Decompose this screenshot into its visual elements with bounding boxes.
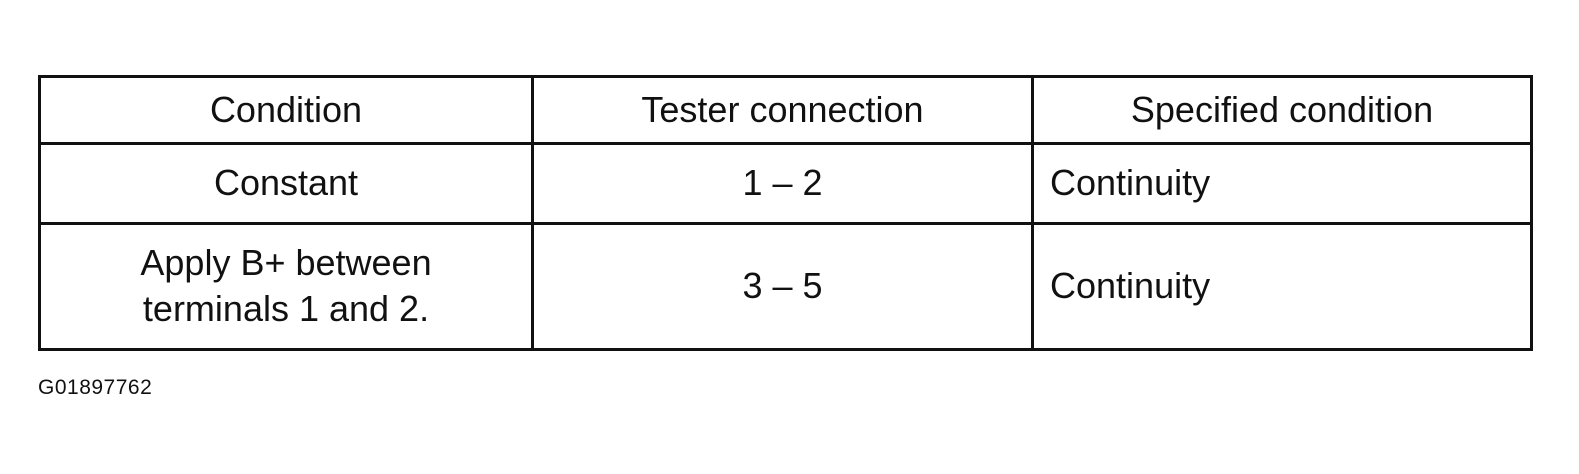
- condition-text-line-1: Apply B+ between: [140, 242, 432, 284]
- condition-text: Constant: [213, 162, 359, 204]
- specified-condition-cell: Continuity: [1031, 221, 1533, 352]
- condition-cell: Constant: [38, 142, 534, 225]
- specification-table: Condition Tester connection Specified co…: [38, 75, 1533, 352]
- table-header-row: Condition Tester connection Specified co…: [38, 75, 1533, 145]
- tester-connection-cell: 1 – 2: [531, 142, 1034, 225]
- condition-cell: Apply B+ between terminals 1 and 2.: [38, 221, 534, 352]
- tester-connection-cell: 3 – 5: [531, 221, 1034, 352]
- header-tester-connection: Tester connection: [531, 75, 1034, 145]
- condition-text-line-2: terminals 1 and 2.: [142, 288, 430, 330]
- specified-condition-cell: Continuity: [1031, 142, 1533, 225]
- table-row: Constant 1 – 2 Continuity: [38, 142, 1533, 225]
- header-condition: Condition: [38, 75, 534, 145]
- header-specified-condition: Specified condition: [1031, 75, 1533, 145]
- figure-id: G01897762: [38, 376, 153, 399]
- table-row: Apply B+ between terminals 1 and 2. 3 – …: [38, 221, 1533, 352]
